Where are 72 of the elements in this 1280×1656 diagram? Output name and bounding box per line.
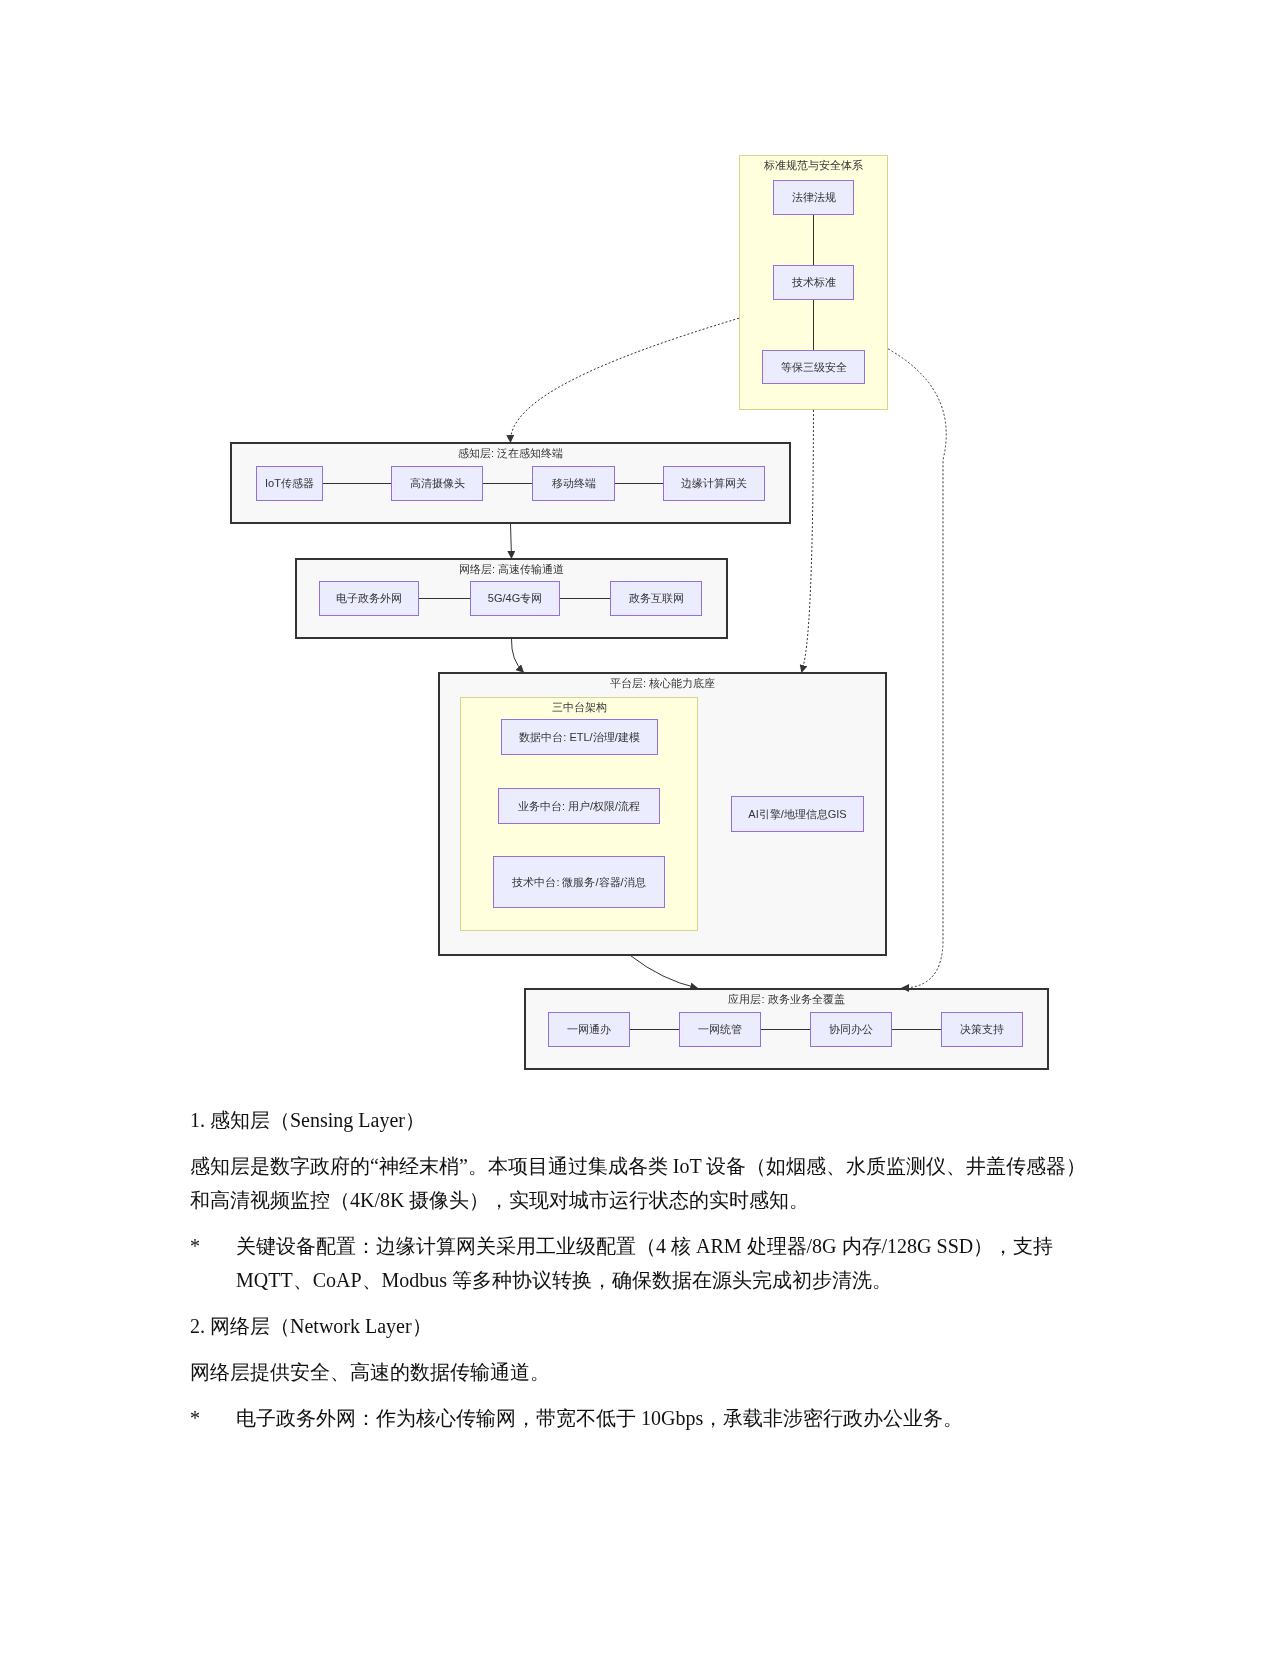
group-title: 应用层: 政务业务全覆盖 xyxy=(727,992,846,1007)
bullet-text: 关键设备配置：边缘计算网关采用工业级配置（4 核 ARM 处理器/8G 内存/128G SSD），支持 MQTT、CoAP、Modbus 等多种协议转换，确保数据在源头完成初步清洗。 xyxy=(236,1234,1055,1293)
group-title: 感知层: 泛在感知终端 xyxy=(456,446,565,461)
process-box xyxy=(501,719,658,755)
process-box xyxy=(391,466,483,501)
box-label: 高清摄像头 xyxy=(408,476,466,491)
arrow xyxy=(507,317,740,443)
box-label: 一网统管 xyxy=(697,1022,743,1037)
connector-line xyxy=(482,483,533,484)
process-box xyxy=(773,180,854,215)
process-box xyxy=(762,350,865,384)
group-title: 平台层: 核心能力底座 xyxy=(608,676,717,691)
box-label: 等保三级安全 xyxy=(779,359,848,375)
process-box xyxy=(773,265,854,300)
process-box xyxy=(493,856,665,908)
box-label: 决策支持 xyxy=(959,1022,1005,1037)
paragraph: 网络层提供安全、高速的数据传输通道。 xyxy=(190,1360,551,1385)
process-box xyxy=(731,796,864,832)
connector-line xyxy=(322,483,392,484)
connector-line xyxy=(629,1029,680,1030)
box-label: 协同办公 xyxy=(828,1022,874,1037)
section-heading: 2. 网络层（Network Layer） xyxy=(190,1314,433,1340)
box-label: 数据中台: ETL/治理/建模 xyxy=(518,729,641,745)
box-label: 技术中台: 微服务/容器/消息 xyxy=(511,874,647,890)
bullet-mark: * xyxy=(190,1406,201,1431)
arrow xyxy=(887,348,947,992)
box-label: IoT传感器 xyxy=(264,476,315,491)
layer-panel xyxy=(524,988,1049,1070)
process-box xyxy=(548,1012,630,1047)
group-panel xyxy=(460,697,698,931)
process-box xyxy=(532,466,615,501)
section-heading: 1. 感知层（Sensing Layer） xyxy=(190,1108,426,1134)
box-label: 业务中台: 用户/权限/流程 xyxy=(516,798,642,814)
connector-line xyxy=(891,1029,942,1030)
process-box xyxy=(941,1012,1023,1047)
arrow xyxy=(507,523,516,559)
process-box xyxy=(319,581,419,616)
box-label: AI引擎/地理信息GIS xyxy=(747,806,848,822)
layer-panel xyxy=(295,558,728,639)
group-title: 网络层: 高速传输通道 xyxy=(457,562,566,577)
process-box xyxy=(610,581,702,616)
group-title: 三中台架构 xyxy=(550,700,608,715)
box-label: 电子政务外网 xyxy=(335,591,403,606)
process-box xyxy=(679,1012,761,1047)
box-label: 5G/4G专网 xyxy=(486,591,544,606)
box-label: 一网通办 xyxy=(566,1022,612,1037)
layer-panel xyxy=(230,442,791,524)
box-label: 移动终端 xyxy=(550,476,597,491)
bullet-mark: * xyxy=(190,1234,201,1259)
layer-panel xyxy=(438,672,887,956)
arrow xyxy=(630,955,699,991)
connector-line xyxy=(559,598,611,599)
box-label: 法律法规 xyxy=(790,190,837,205)
box-label: 技术标准 xyxy=(790,275,837,290)
box-label: 政务互联网 xyxy=(627,591,685,606)
process-box xyxy=(498,788,660,824)
process-box xyxy=(663,466,765,501)
process-box xyxy=(256,466,323,501)
connector-line xyxy=(418,598,471,599)
process-box xyxy=(810,1012,892,1047)
process-box xyxy=(470,581,560,616)
arrow xyxy=(799,409,814,673)
connector-line xyxy=(813,299,814,351)
group-panel xyxy=(739,155,888,410)
box-label: 边缘计算网关 xyxy=(680,476,748,491)
connector-line xyxy=(760,1029,811,1030)
connector-line xyxy=(614,483,664,484)
connector-line xyxy=(813,214,814,266)
group-title: 标准规范与安全体系 xyxy=(763,158,864,173)
paragraph: 感知层是数字政府的“神经末梢”。本项目通过集成各类 IoT 设备（如烟感、水质监测仪、井盖传感器）和高清视频监控（4K/8K 摄像头），实现对城市运行状态的实时感知。 xyxy=(190,1154,1088,1213)
arrow xyxy=(511,638,524,673)
bullet-text: 电子政务外网：作为核心传输网，带宽不低于 10Gbps，承载非涉密行政办公业务。 xyxy=(236,1406,964,1432)
